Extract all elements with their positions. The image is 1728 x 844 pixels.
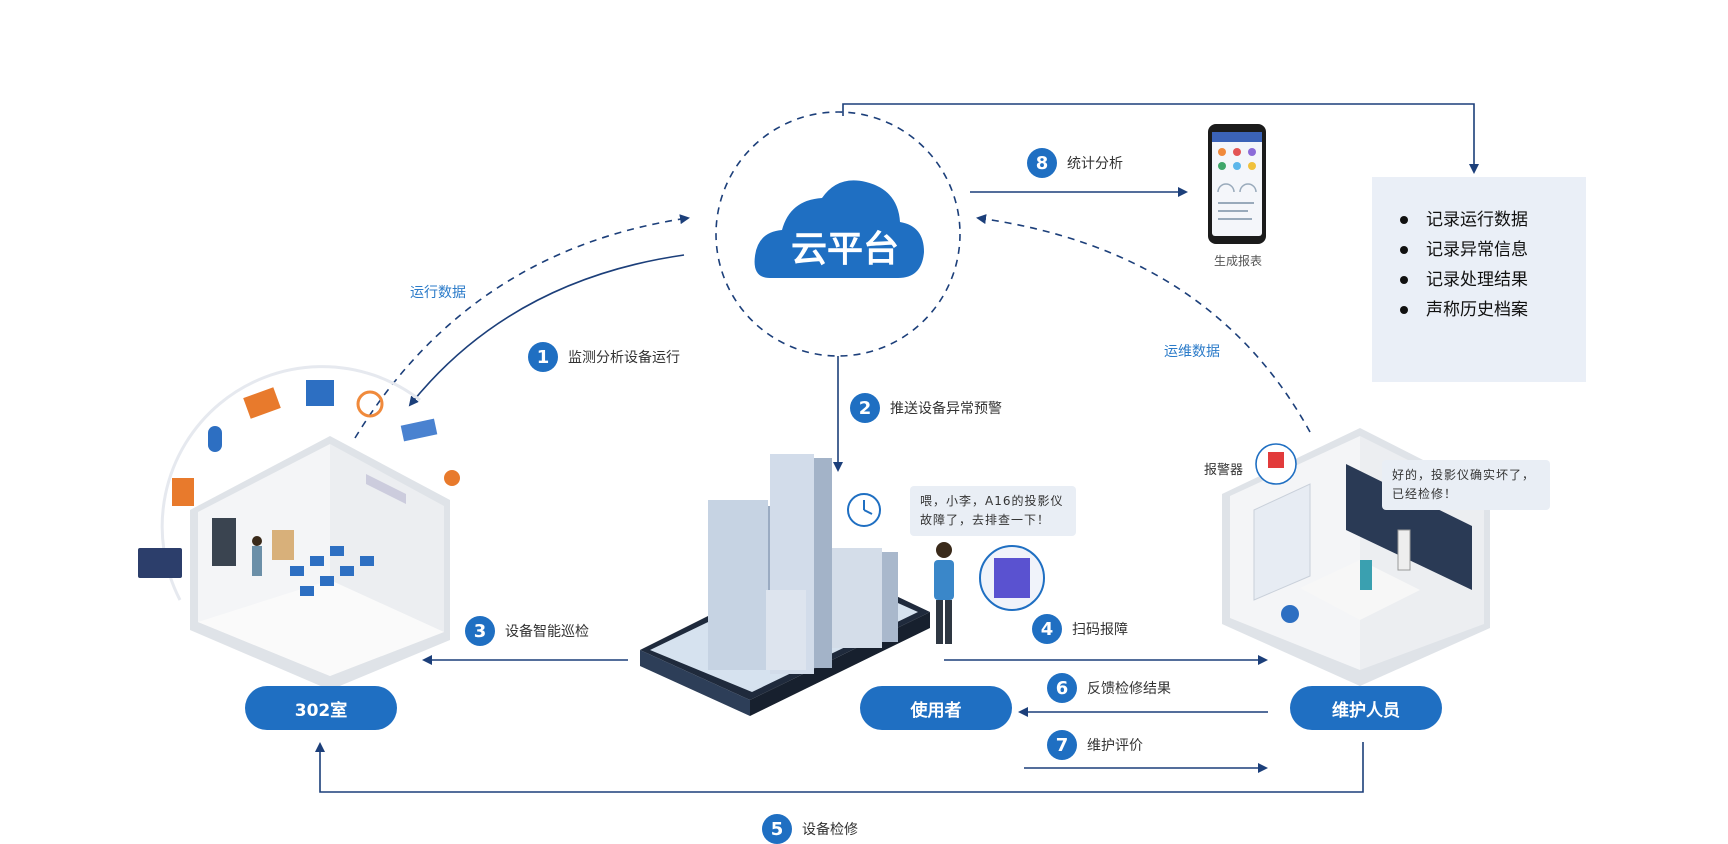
records-item: 记录异常信息 [1400, 235, 1586, 265]
step-1: 1 监测分析设备运行 [528, 342, 680, 372]
phone-illustration [1208, 124, 1266, 244]
step-5: 5 设备检修 [762, 814, 858, 844]
records-item-text: 记录异常信息 [1426, 240, 1528, 260]
cloud-shape [754, 180, 924, 278]
ops-data-curve [976, 214, 1311, 433]
records-panel: 记录运行数据 记录异常信息 记录处理结果 声称历史档案 [1372, 177, 1586, 382]
cloud-label: 云平台 [790, 229, 899, 270]
step-2: 2 推送设备异常预警 [850, 393, 1002, 423]
step-3-text: 设备智能巡检 [505, 624, 589, 640]
classroom-illustration [138, 365, 460, 690]
step-1-text: 监测分析设备运行 [568, 350, 680, 366]
user-node[interactable]: 使用者 [860, 686, 1012, 730]
records-list: 记录运行数据 记录异常信息 记录处理结果 声称历史档案 [1372, 177, 1586, 325]
step-4-badge: 4 [1032, 614, 1062, 644]
smart-city-illustration [640, 454, 930, 716]
step-6-badge: 6 [1047, 673, 1077, 703]
bullet-icon [1400, 246, 1408, 254]
step-7-text: 维护评价 [1087, 738, 1143, 754]
step-6: 6 反馈检修结果 [1047, 673, 1171, 703]
user-speech-bubble: 喂，小李，A16的投影仪故障了，去排查一下！ [910, 486, 1076, 536]
step-7-badge: 7 [1047, 730, 1077, 760]
records-item: 记录运行数据 [1400, 205, 1586, 235]
top-panel-connector [842, 103, 1479, 174]
run-data-label: 运行数据 [410, 285, 466, 301]
step-2-text: 推送设备异常预警 [890, 401, 1002, 417]
step-3-badge: 3 [465, 616, 495, 646]
records-item-text: 记录处理结果 [1426, 270, 1528, 290]
step-8-text: 统计分析 [1067, 156, 1123, 172]
arrow-repair [315, 742, 1364, 793]
step-5-text: 设备检修 [802, 822, 858, 838]
step-8: 8 统计分析 [1027, 148, 1123, 178]
step-1-badge: 1 [528, 342, 558, 372]
step-8-badge: 8 [1027, 148, 1057, 178]
records-item: 声称历史档案 [1400, 295, 1586, 325]
user-figure [934, 542, 1045, 644]
step-3: 3 设备智能巡检 [465, 616, 589, 646]
bullet-icon [1400, 306, 1408, 314]
records-item-text: 记录运行数据 [1426, 210, 1528, 230]
step-7: 7 维护评价 [1047, 730, 1143, 760]
monitor-curve [408, 254, 685, 407]
room-node[interactable]: 302室 [245, 686, 397, 730]
maintainer-speech-bubble: 好的，投影仪确实坏了，已经检修！ [1382, 460, 1550, 510]
cloud-ring [715, 111, 961, 357]
run-data-curve [354, 214, 690, 439]
report-label: 生成报表 [1214, 254, 1263, 268]
maintainer-node[interactable]: 维护人员 [1290, 686, 1442, 730]
alarm-label: 报警器 [1204, 463, 1244, 478]
records-item-text: 声称历史档案 [1426, 300, 1528, 320]
records-item: 记录处理结果 [1400, 265, 1586, 295]
step-5-badge: 5 [762, 814, 792, 844]
ops-data-label: 运维数据 [1164, 344, 1220, 360]
step-2-badge: 2 [850, 393, 880, 423]
step-4: 4 扫码报障 [1032, 614, 1128, 644]
step-4-text: 扫码报障 [1072, 622, 1128, 638]
step-6-text: 反馈检修结果 [1087, 681, 1171, 697]
bullet-icon [1400, 276, 1408, 284]
bullet-icon [1400, 216, 1408, 224]
